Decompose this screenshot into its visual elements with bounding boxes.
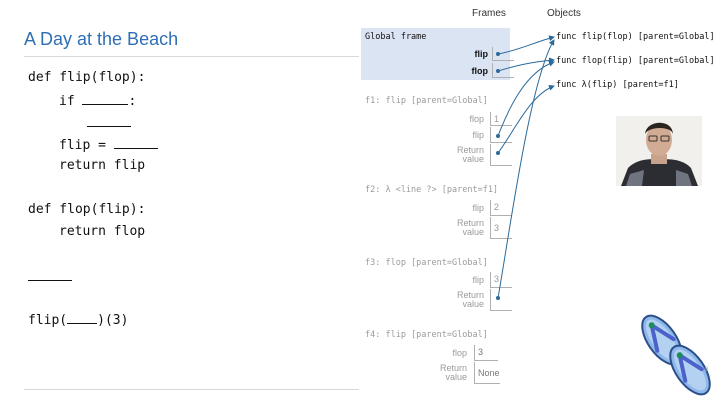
- code-call-start: flip(: [28, 313, 68, 328]
- frame-f3-title: f3: flop [parent=Global]: [365, 258, 488, 268]
- arrow-f1-return: [497, 84, 555, 154]
- f2-cell-flip: 2: [490, 200, 512, 216]
- f1-cell-return: [490, 144, 512, 166]
- dot-global-flip: [496, 52, 500, 56]
- f4-cell-return: None: [474, 362, 500, 384]
- frame-f4-title: f4: flip [parent=Global]: [365, 330, 488, 340]
- code-if-keyword: if: [59, 94, 83, 109]
- f4-var-return: Return value: [439, 363, 467, 382]
- code-line-blank-standalone: [28, 268, 72, 286]
- global-frame: [361, 28, 510, 80]
- f3-cell-flip: 3: [490, 272, 512, 288]
- presenter-video: [616, 116, 702, 186]
- dot-f1-return: [496, 151, 500, 155]
- code-if-colon: :: [128, 94, 137, 109]
- code-line-call: flip( )(3): [28, 311, 128, 328]
- code-blank-if: [82, 92, 129, 105]
- objects-header: Objects: [547, 8, 581, 19]
- code-line-return-flop: return flop: [59, 224, 146, 239]
- frames-header: Frames: [472, 8, 506, 19]
- f1-cell-flop: 1: [490, 112, 512, 126]
- global-frame-title: Global frame: [365, 32, 427, 42]
- code-line-def-flop: def flop(flip):: [28, 202, 146, 217]
- f2-var-return: Return value: [456, 218, 484, 237]
- global-var-flip: flip: [474, 49, 489, 59]
- f4-var-flop: flop: [452, 348, 467, 358]
- object-func-flip: func flip(flop) [parent=Global]: [556, 32, 715, 42]
- arrow-global-flop: [497, 57, 555, 72]
- f2-var-flip: flip: [472, 203, 484, 213]
- f1-var-flip: flip: [472, 130, 484, 140]
- f3-cell-return: [490, 289, 512, 311]
- f1-cell-flip: [490, 127, 512, 143]
- code-assign-keyword: flip =: [59, 138, 114, 153]
- arrow-global-flip: [497, 35, 555, 55]
- dot-global-flop: [496, 69, 500, 73]
- global-cell-flop: [492, 63, 514, 78]
- f3-var-return: Return value: [456, 290, 484, 309]
- code-blank-call: [67, 311, 98, 324]
- code-blank-assign: [113, 136, 158, 149]
- code-line-def-flip: def flip(flop):: [28, 70, 146, 85]
- code-line-return-flip: return flip: [59, 158, 146, 173]
- code-blank-body: [87, 114, 131, 127]
- arrow-f3-return: [497, 39, 555, 299]
- code-blank-standalone: [28, 268, 72, 281]
- global-var-flop: flop: [471, 66, 489, 76]
- flip-flops-icon: [641, 314, 711, 396]
- code-line-blank-return: [87, 114, 131, 132]
- code-bottom-divider: [24, 389, 359, 390]
- frame-f2-title: f2: λ <line ?> [parent=f1]: [365, 185, 499, 195]
- object-func-flop: func flop(flip) [parent=Global]: [556, 56, 715, 66]
- code-line-if: if :: [59, 92, 136, 109]
- f1-var-return: Return value: [456, 145, 484, 164]
- f1-var-flop: flop: [469, 114, 484, 124]
- title-divider: [24, 56, 359, 57]
- code-call-end: )(3): [97, 313, 129, 328]
- dot-f1-flip: [496, 134, 500, 138]
- global-cell-flip: [492, 47, 514, 61]
- f3-var-flip: flip: [472, 275, 484, 285]
- f2-cell-return: 3: [490, 217, 512, 239]
- slide-title: A Day at the Beach: [24, 29, 179, 49]
- frame-f1-title: f1: flip [parent=Global]: [365, 96, 488, 106]
- object-func-lambda: func λ(flip) [parent=f1]: [556, 80, 679, 90]
- dot-f3-return: [496, 296, 500, 300]
- f4-cell-flop: 3: [474, 345, 498, 361]
- code-line-assign: flip =: [59, 136, 158, 153]
- arrow-f1-flip: [497, 60, 555, 137]
- page-number: 9: [704, 367, 708, 373]
